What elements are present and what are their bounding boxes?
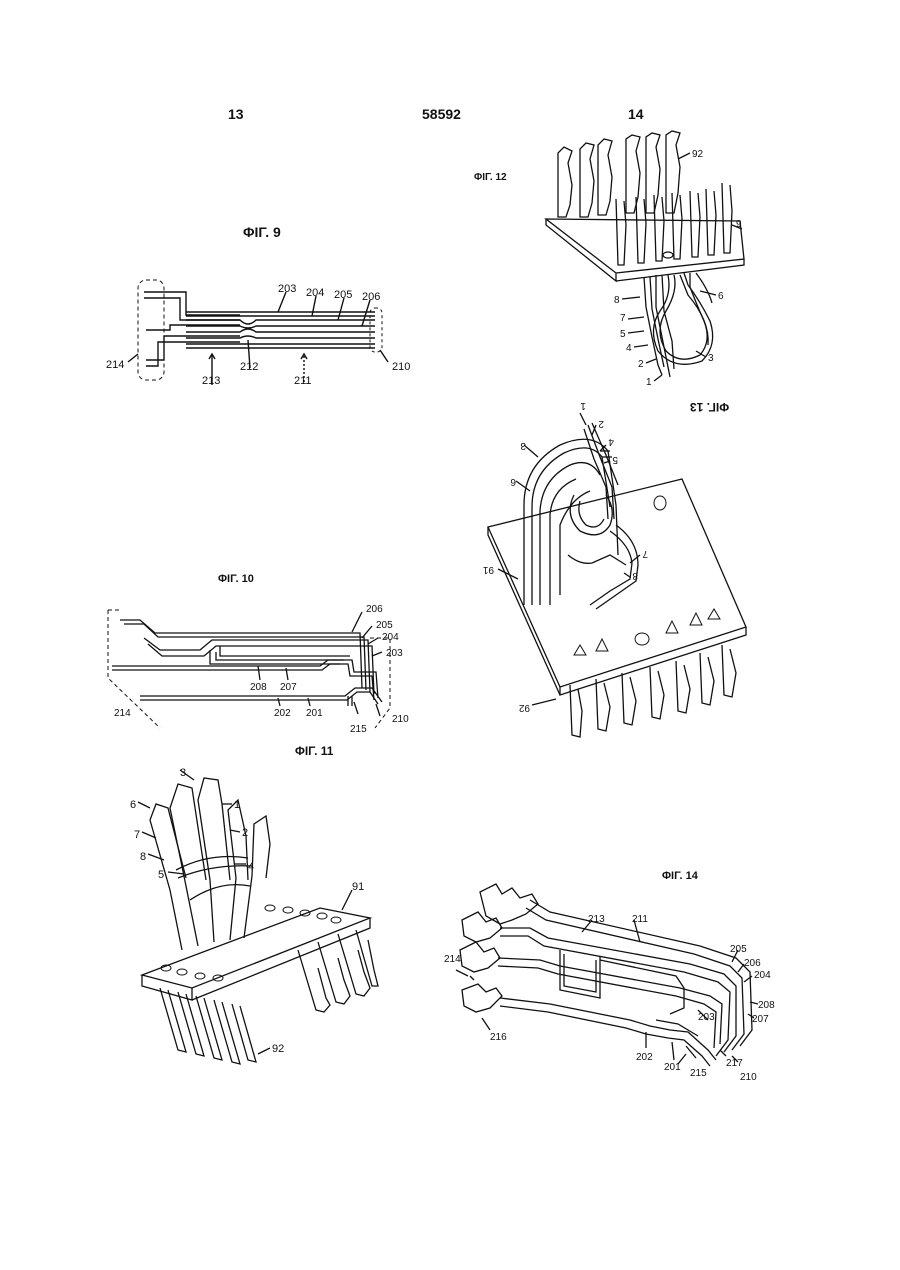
fig12-title: ΦΙΓ. 12 [474, 172, 507, 183]
fig14-label-215: 215 [690, 1068, 707, 1079]
fig14-label-208: 208 [758, 1000, 775, 1011]
fig14-label-205: 205 [730, 944, 747, 955]
fig13-label-2: 2 [598, 418, 604, 429]
fig10-label-206: 206 [366, 604, 383, 615]
fig10-label-208: 208 [250, 682, 267, 693]
fig10-title: ΦΙΓ. 10 [218, 573, 254, 585]
fig9-label-205: 205 [334, 289, 352, 301]
fig10-label-205: 205 [376, 620, 393, 631]
fig11-drawing: 3 1 6 2 7 8 4 5 91 92 [120, 760, 410, 1080]
fig12-drawing: 92 9 8 6 7 5 4 3 2 1 [540, 125, 770, 390]
fig14-label-201: 201 [664, 1062, 681, 1073]
fig12-label-1: 1 [646, 377, 652, 388]
fig13-drawing: 1 2 4 5 3 6 7 8 91 92 [460, 395, 760, 740]
fig10-label-214: 214 [114, 708, 131, 719]
fig10-label-215: 215 [350, 724, 367, 735]
fig9-label-204: 204 [306, 287, 324, 299]
fig10-label-203: 203 [386, 648, 403, 659]
fig13-label-7: 7 [642, 548, 648, 559]
fig14-label-206: 206 [744, 958, 761, 969]
fig13-label-5: 5 [612, 454, 618, 465]
fig13-label-3: 3 [520, 440, 526, 451]
fig12-label-9: 9 [736, 219, 742, 230]
fig14-label-213: 213 [588, 914, 605, 925]
fig14-label-216: 216 [490, 1032, 507, 1043]
fig14-label-210: 210 [740, 1072, 757, 1083]
fig12-label-92: 92 [692, 149, 704, 160]
patent-number: 58592 [422, 106, 461, 122]
fig9-drawing: 203 204 205 206 214 213 212 211 210 [100, 270, 420, 400]
fig10-label-207: 207 [280, 682, 297, 693]
fig11-label-7: 7 [134, 829, 140, 841]
fig14-label-214: 214 [444, 954, 461, 965]
fig9-label-211: 211 [294, 375, 312, 387]
fig9-label-203: 203 [278, 283, 296, 295]
fig13-label-8: 8 [632, 570, 638, 581]
fig14-drawing: 213 211 214 205 206 204 203 208 207 216 … [440, 880, 780, 1085]
fig13-label-1: 1 [580, 400, 586, 411]
fig13-label-91: 91 [482, 564, 494, 575]
fig12-label-5: 5 [620, 329, 626, 340]
fig10-label-204: 204 [382, 632, 399, 643]
fig9-label-214: 214 [106, 359, 124, 371]
fig11-label-1: 1 [234, 799, 240, 811]
fig14-label-217: 217 [726, 1058, 743, 1069]
fig12-label-6: 6 [718, 291, 724, 302]
fig13-label-92: 92 [518, 702, 530, 713]
fig9-label-210: 210 [392, 361, 410, 373]
fig9-label-206: 206 [362, 291, 380, 303]
fig12-label-7: 7 [620, 313, 626, 324]
fig11-label-92: 92 [272, 1043, 284, 1055]
fig11-label-91: 91 [352, 881, 364, 893]
fig11-label-5: 5 [158, 869, 164, 881]
fig12-label-4: 4 [626, 343, 632, 354]
fig14-label-204: 204 [754, 970, 771, 981]
fig14-label-211: 211 [632, 914, 648, 925]
fig14-label-202: 202 [636, 1052, 653, 1063]
page-number-left: 13 [228, 106, 244, 122]
fig11-title: ΦΙΓ. 11 [295, 744, 333, 758]
fig14-label-207: 207 [752, 1014, 769, 1025]
fig11-label-2: 2 [242, 827, 248, 839]
fig13-label-4: 4 [608, 436, 614, 447]
fig11-label-4: 4 [248, 861, 254, 873]
fig9-title: ΦΙΓ. 9 [243, 224, 281, 240]
fig10-label-210: 210 [392, 714, 409, 725]
page-number-right: 14 [628, 106, 644, 122]
fig9-label-212: 212 [240, 361, 258, 373]
fig10-drawing: 206 205 204 203 208 207 214 202 201 215 … [100, 598, 420, 743]
fig10-label-202: 202 [274, 708, 291, 719]
fig14-label-203: 203 [698, 1012, 715, 1023]
fig13-label-6: 6 [510, 476, 516, 487]
fig9-label-213: 213 [202, 375, 220, 387]
fig10-label-201: 201 [306, 708, 323, 719]
fig11-label-6: 6 [130, 799, 136, 811]
fig12-label-3: 3 [708, 353, 714, 364]
fig12-label-2: 2 [638, 359, 644, 370]
fig12-label-8: 8 [614, 295, 620, 306]
fig11-label-8: 8 [140, 851, 146, 863]
fig11-label-3: 3 [180, 767, 186, 779]
